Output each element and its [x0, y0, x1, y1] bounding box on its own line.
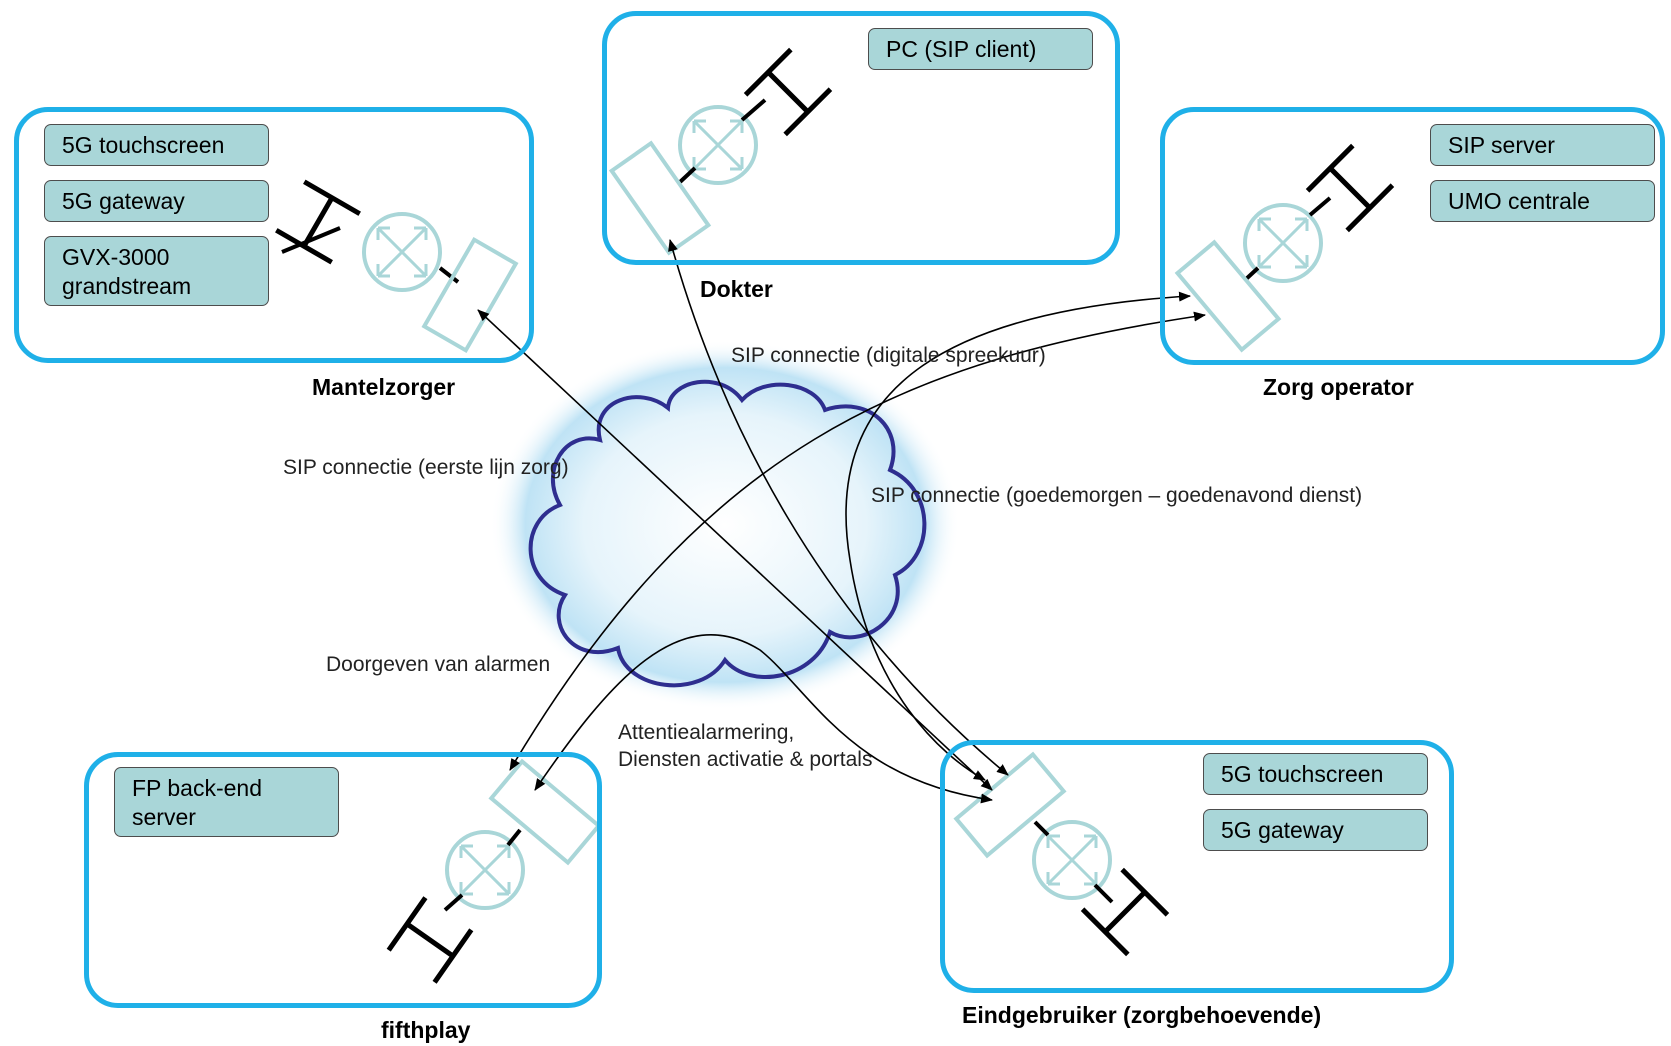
zorg-operator-sip-server-device: SIP server: [1430, 124, 1655, 166]
eindgebruiker-gateway-device: 5G gateway: [1203, 809, 1428, 851]
connection-label-digitale-spreekuur: SIP connectie (digitale spreekuur): [731, 344, 1046, 367]
zorg-operator-umo-device: UMO centrale: [1430, 180, 1655, 222]
site-label-eindgebruiker: Eindgebruiker (zorgbehoevende): [962, 1002, 1322, 1028]
connection-alarmen-arrow: [509, 311, 1206, 771]
site-label-mantelzorger: Mantelzorger: [312, 374, 456, 400]
fifthplay-backend-device: FP back-end server: [114, 767, 339, 837]
site-mantelzorger-box: [14, 107, 534, 363]
connection-label-eerste-lijn: SIP connectie (eerste lijn zorg): [283, 456, 569, 479]
mantelzorger-network: [276, 182, 519, 354]
site-dokter-box: [602, 11, 1120, 265]
site-label-dokter: Dokter: [700, 276, 773, 302]
zorg-operator-gateway-icon: [1174, 239, 1282, 353]
site-label-fifthplay: fifthplay: [381, 1017, 471, 1043]
site-label-zorg-operator: Zorg operator: [1263, 374, 1414, 400]
site-fifthplay-box: [84, 752, 602, 1008]
mantelzorger-gvx-device: GVX-3000 grandstream: [44, 236, 269, 306]
dokter-pc-device: PC (SIP client): [868, 28, 1093, 70]
connection-label-alarmen: Doorgeven van alarmen: [326, 653, 551, 676]
connection-label-attentie: Attentiealarmering, Diensten activatie &…: [618, 721, 873, 771]
site-eindgebruiker-box: [940, 740, 1454, 993]
connection-label-goedemorgen: SIP connectie (goedemorgen – goedenavond…: [871, 484, 1363, 507]
mantelzorger-gateway-icon: [421, 236, 519, 354]
dokter-gateway-icon: [608, 140, 712, 256]
zorg-operator-network: [1174, 146, 1392, 353]
site-zorg-operator-box: [1160, 107, 1665, 365]
eindgebruiker-touchscreen-device: 5G touchscreen: [1203, 753, 1428, 795]
connection-attentie-arrow: [534, 633, 993, 804]
mantelzorger-gateway-device: 5G gateway: [44, 180, 269, 222]
mantelzorger-touchscreen-device: 5G touchscreen: [44, 124, 269, 166]
dokter-network: [608, 50, 831, 256]
